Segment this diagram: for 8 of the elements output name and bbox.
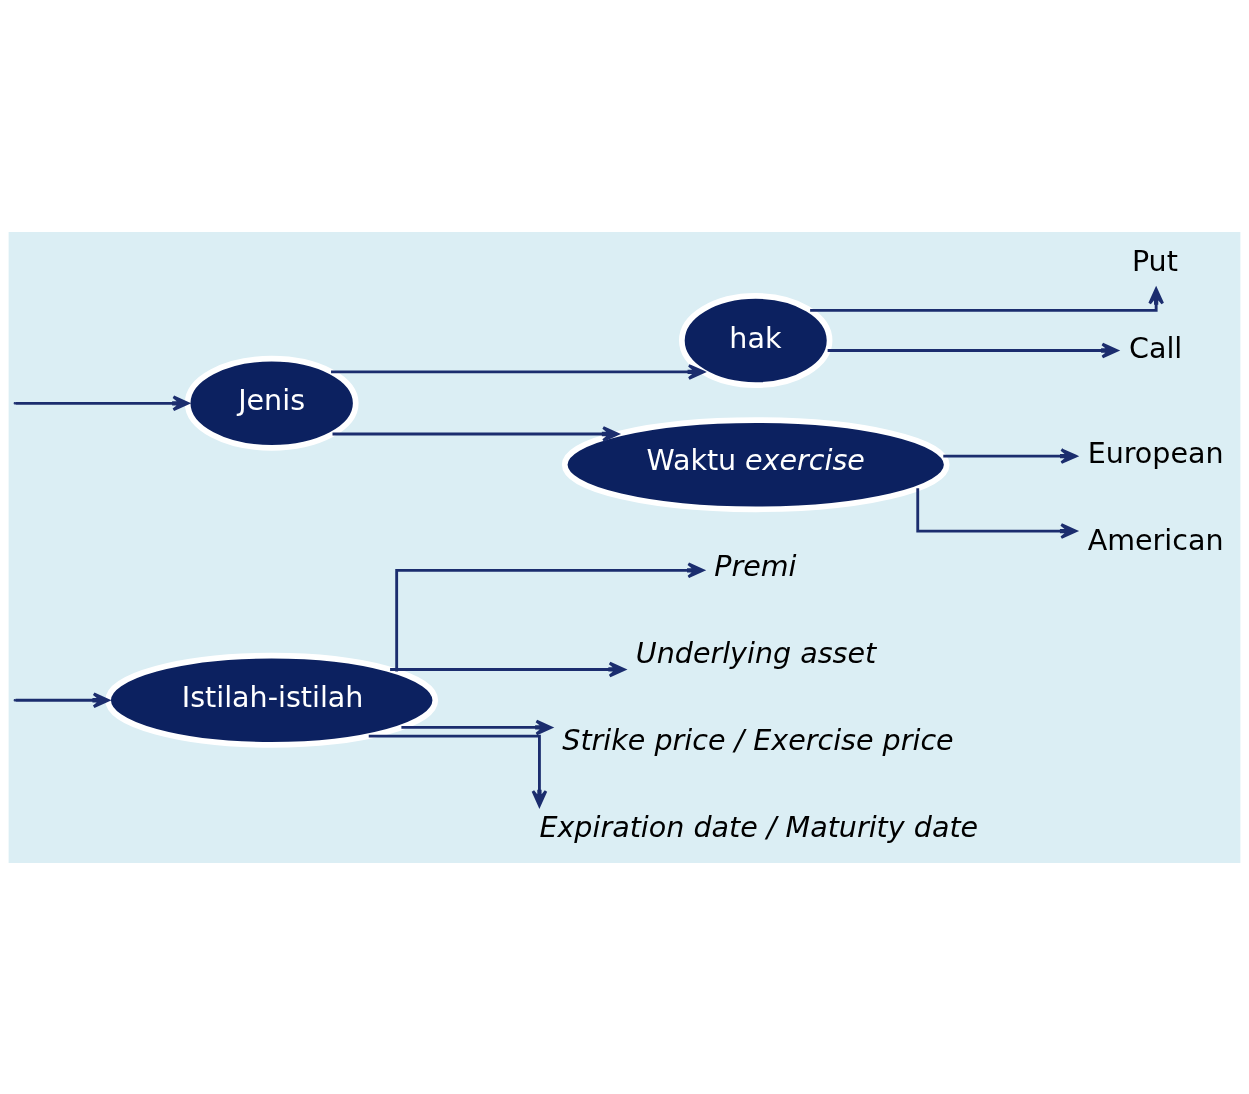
node-text: Strike price / Exercise price: [562, 722, 954, 757]
node-text: Expiration date / Maturity date: [539, 809, 979, 844]
node-text: Put: [1131, 243, 1178, 278]
node-text: Premi: [714, 548, 797, 583]
node-text: Call: [1129, 330, 1183, 365]
node-text: European: [1087, 435, 1224, 470]
node-text: American: [1087, 522, 1224, 557]
node-text: Underlying asset: [635, 635, 877, 670]
